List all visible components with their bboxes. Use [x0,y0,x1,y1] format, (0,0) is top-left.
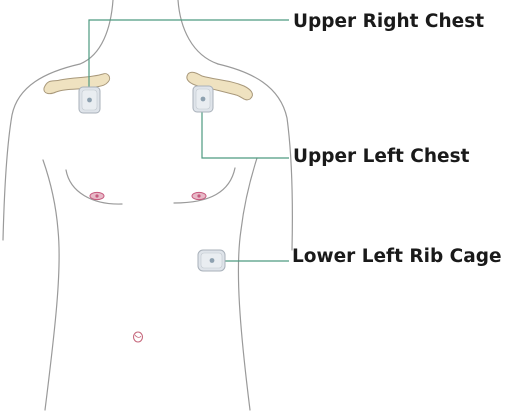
sensor-upper-left-chest [193,86,213,112]
leader-line-upper-left-chest [202,100,289,158]
neck-right-outline [178,0,218,64]
label-upper-left-chest: Upper Left Chest [293,148,469,167]
leader-line-upper-right-chest [89,20,289,100]
leader-lines [89,20,289,261]
clavicles [44,72,253,100]
neck-left-outline [80,0,113,64]
label-lower-left-rib-cage: Lower Left Rib Cage [292,248,502,267]
left-nipple-center [95,194,98,197]
body-outline [3,0,292,410]
left-arm-inner [43,160,58,230]
sensor-upper-right-chest [79,87,100,113]
right-arm-inner [241,158,257,230]
navel [134,332,143,342]
left-torso-side [45,230,59,410]
left-shoulder-outline [3,64,80,240]
nipples [90,192,206,199]
sensor-lower-left-rib-cage [198,250,225,271]
right-torso-side [238,230,250,410]
right-nipple-center [197,194,200,197]
label-upper-right-chest: Upper Right Chest [293,13,484,32]
